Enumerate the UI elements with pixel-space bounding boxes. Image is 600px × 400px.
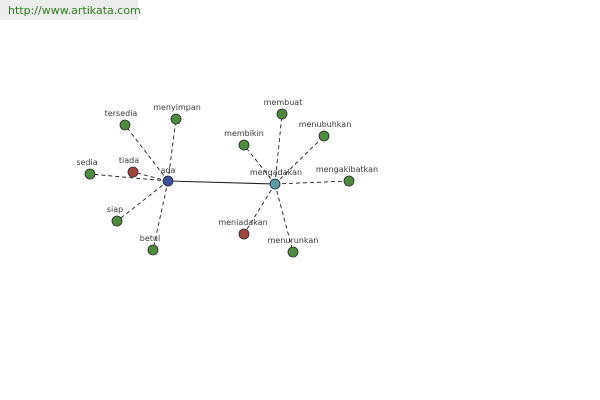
node-mengakibatkan[interactable]: mengakibatkan bbox=[316, 165, 378, 187]
edge-ada-mengadakan bbox=[167, 180, 276, 185]
edge-mengadakan-menurunkan bbox=[274, 183, 294, 253]
node-label-tersedia[interactable]: tersedia bbox=[105, 109, 138, 118]
node-dot-mengakibatkan[interactable] bbox=[343, 175, 355, 187]
node-label-membikin[interactable]: membikin bbox=[224, 129, 264, 138]
node-dot-menubuhkan[interactable] bbox=[318, 130, 330, 142]
node-label-meniadakan[interactable]: meniadakan bbox=[218, 218, 267, 227]
node-label-mengadakan[interactable]: mengadakan bbox=[250, 168, 302, 177]
node-label-siap[interactable]: siap bbox=[107, 205, 123, 214]
edge-ada-tiada bbox=[132, 171, 169, 182]
node-menubuhkan[interactable]: menubuhkan bbox=[299, 120, 352, 142]
edge-ada-tersedia bbox=[124, 124, 169, 182]
edge-mengadakan-membikin bbox=[243, 144, 276, 185]
node-dot-tersedia[interactable] bbox=[119, 119, 131, 131]
node-label-membuat[interactable]: membuat bbox=[264, 98, 303, 107]
node-dot-meniadakan[interactable] bbox=[238, 228, 250, 240]
node-dot-membuat[interactable] bbox=[276, 108, 288, 120]
node-dot-sedia[interactable] bbox=[84, 168, 96, 180]
node-dot-menurunkan[interactable] bbox=[287, 246, 299, 258]
node-dot-siap[interactable] bbox=[111, 215, 123, 227]
node-label-betul[interactable]: betul bbox=[140, 234, 160, 243]
edge-ada-menyimpan bbox=[167, 118, 177, 182]
node-dot-ada[interactable] bbox=[162, 175, 174, 187]
edge-mengadakan-mengakibatkan bbox=[274, 180, 350, 185]
node-siap[interactable]: siap bbox=[107, 205, 123, 227]
node-dot-menyimpan[interactable] bbox=[170, 113, 182, 125]
node-label-sedia[interactable]: sedia bbox=[76, 158, 97, 167]
node-dot-mengadakan[interactable] bbox=[269, 178, 281, 190]
node-label-mengakibatkan[interactable]: mengakibatkan bbox=[316, 165, 378, 174]
node-label-menurunkan[interactable]: menurunkan bbox=[268, 236, 319, 245]
node-sedia[interactable]: sedia bbox=[76, 158, 98, 180]
node-dot-tiada[interactable] bbox=[127, 166, 139, 178]
node-label-tiada[interactable]: tiada bbox=[119, 156, 139, 165]
edge-ada-betul bbox=[152, 180, 169, 251]
node-membuat[interactable]: membuat bbox=[264, 98, 303, 120]
edge-ada-siap bbox=[116, 180, 169, 222]
node-betul[interactable]: betul bbox=[140, 234, 160, 256]
node-tiada[interactable]: tiada bbox=[119, 156, 139, 178]
node-label-menyimpan[interactable]: menyimpan bbox=[153, 103, 201, 112]
node-label-ada[interactable]: ada bbox=[161, 166, 176, 175]
node-mengadakan[interactable]: mengadakan bbox=[250, 168, 302, 190]
graph-edges bbox=[89, 113, 350, 253]
edge-ada-sedia bbox=[89, 173, 169, 182]
node-dot-betul[interactable] bbox=[147, 244, 159, 256]
node-label-menubuhkan[interactable]: menubuhkan bbox=[299, 120, 352, 129]
graph-nodes: ada mengadakan tersedia menyimpan sedia tiada… bbox=[76, 98, 378, 258]
node-menurunkan[interactable]: menurunkan bbox=[268, 236, 319, 258]
url-header-bar: http://www.artikata.com bbox=[0, 0, 141, 20]
site-url-link[interactable]: http://www.artikata.com bbox=[8, 4, 141, 17]
edge-mengadakan-membuat bbox=[274, 113, 283, 185]
node-menyimpan[interactable]: menyimpan bbox=[153, 103, 201, 125]
node-dot-membikin[interactable] bbox=[238, 139, 250, 151]
edge-mengadakan-meniadakan bbox=[243, 183, 276, 235]
node-tersedia[interactable]: tersedia bbox=[105, 109, 138, 131]
node-membikin[interactable]: membikin bbox=[224, 129, 264, 151]
node-meniadakan[interactable]: meniadakan bbox=[218, 218, 268, 240]
edge-mengadakan-menubuhkan bbox=[274, 135, 325, 185]
node-ada[interactable]: ada bbox=[161, 166, 176, 187]
